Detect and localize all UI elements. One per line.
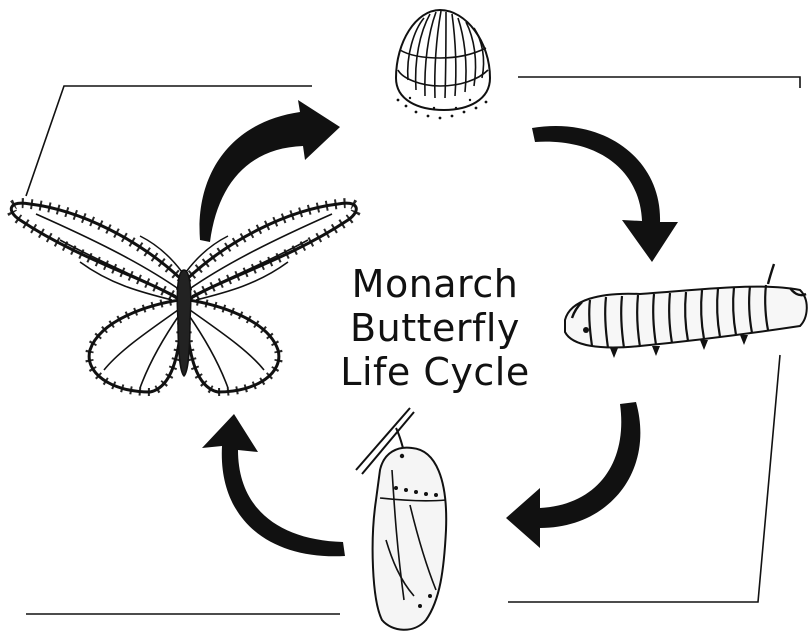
title-line-1: Monarch (300, 262, 570, 306)
arrow-chrysalis-to-butterfly (202, 414, 345, 556)
title-line-2: Butterfly (300, 306, 570, 350)
title-line-3: Life Cycle (300, 350, 570, 394)
arrow-egg-to-caterpillar (532, 126, 678, 262)
caterpillar-icon (565, 264, 807, 358)
arrow-caterpillar-to-chrysalis (506, 402, 640, 548)
egg-icon (396, 10, 490, 119)
egg-label-line (518, 77, 800, 88)
chrysalis-icon (356, 408, 446, 630)
